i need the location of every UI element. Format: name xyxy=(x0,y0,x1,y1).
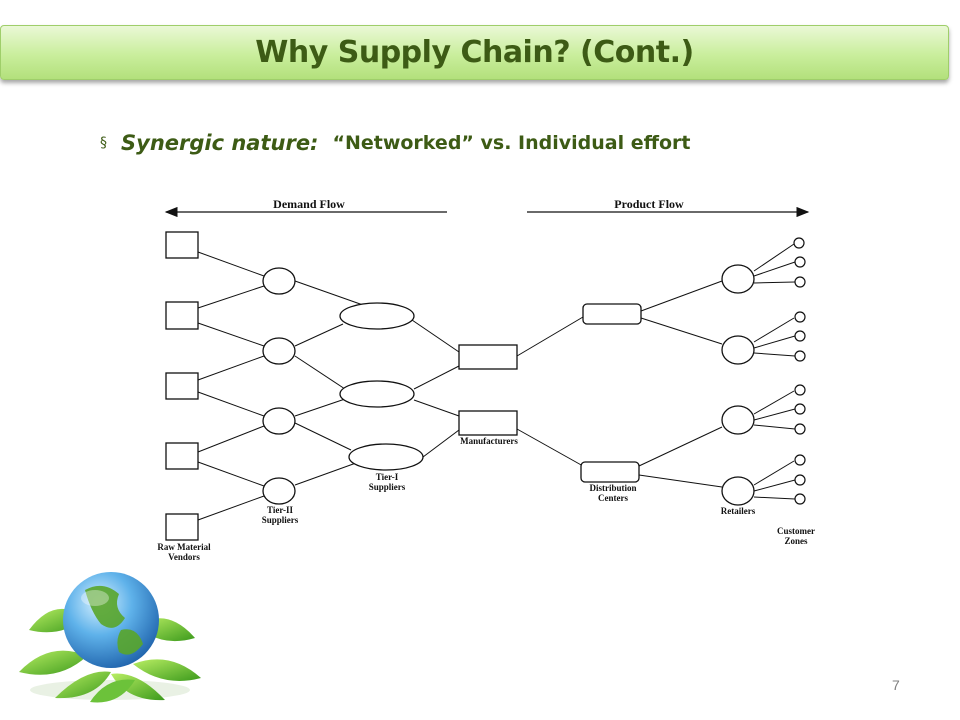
customer-zone-node xyxy=(793,237,805,249)
bullet-text: “Networked” vs. Individual effort xyxy=(332,132,691,154)
slide-title: Why Supply Chain? (Cont.) xyxy=(255,35,694,70)
globe-with-leaves-icon xyxy=(19,572,201,703)
distribution-label-line1: Distribution xyxy=(589,483,636,493)
tier2-supplier-node xyxy=(262,337,296,365)
raw-material-vendor-nodes xyxy=(165,231,199,541)
tier1-supplier-node xyxy=(348,443,424,471)
retailer-node xyxy=(721,405,755,435)
raw-material-vendor-node xyxy=(165,301,199,330)
title-bar: Why Supply Chain? (Cont.) xyxy=(0,25,949,80)
tier1-supplier-node xyxy=(339,380,415,408)
tier1-label-line1: Tier-I xyxy=(376,472,399,482)
customer-zone-node xyxy=(794,384,806,396)
product-flow-label: Product Flow xyxy=(614,197,684,211)
raw-material-vendor-node xyxy=(165,372,199,400)
tier2-supplier-nodes xyxy=(262,267,296,505)
tier2-supplier-node xyxy=(262,477,296,505)
customer-zone-nodes xyxy=(793,237,806,505)
customer-zone-node xyxy=(794,311,806,323)
customer-zone-node xyxy=(794,493,806,505)
retailer-node xyxy=(721,476,755,506)
demand-flow-label: Demand Flow xyxy=(273,197,345,211)
customer-zone-node xyxy=(794,454,806,466)
distribution-center-node xyxy=(580,461,640,483)
customer-zone-node xyxy=(794,256,806,268)
bullet-marker: § xyxy=(100,135,107,151)
customer-zone-node xyxy=(794,403,806,415)
tier2-label-line2: Suppliers xyxy=(262,515,299,525)
customer-zone-node xyxy=(794,350,806,362)
retailer-node xyxy=(721,335,755,365)
tier2-label-line1: Tier-II xyxy=(267,505,293,515)
customer-zone-node xyxy=(794,276,806,288)
raw-material-label-line2: Vendors xyxy=(168,552,200,562)
tier2-supplier-node xyxy=(262,407,296,435)
raw-material-vendor-node xyxy=(165,513,199,541)
page-number: 7 xyxy=(892,677,900,693)
bullet-point: § Synergic nature: “Networked” vs. Indiv… xyxy=(100,128,691,158)
customer-zones-label-line2: Zones xyxy=(784,536,808,546)
customer-zone-node xyxy=(794,474,806,486)
retailer-nodes xyxy=(721,264,755,506)
manufacturers-label: Manufacturers xyxy=(460,436,518,446)
distribution-center-node xyxy=(582,303,642,325)
tier2-supplier-node xyxy=(262,267,296,295)
bullet-label: Synergic nature: xyxy=(121,131,319,155)
raw-material-vendor-node xyxy=(165,442,199,470)
customer-zone-node xyxy=(794,330,806,342)
tier1-supplier-node xyxy=(339,302,415,330)
manufacturer-node xyxy=(458,344,518,370)
tier1-supplier-nodes xyxy=(339,302,424,471)
raw-material-vendor-node xyxy=(165,231,199,259)
distribution-label-line2: Centers xyxy=(598,493,628,503)
retailer-node xyxy=(721,264,755,294)
retailers-label: Retailers xyxy=(721,506,756,516)
customer-zones-label-line1: Customer xyxy=(777,526,815,536)
connection-lines xyxy=(197,243,796,521)
distribution-center-nodes xyxy=(580,303,642,483)
manufacturer-nodes xyxy=(458,344,518,436)
customer-zone-node xyxy=(794,423,806,435)
tier1-label-line2: Suppliers xyxy=(369,482,406,492)
manufacturer-node xyxy=(458,410,518,436)
raw-material-label-line1: Raw Material xyxy=(157,542,211,552)
